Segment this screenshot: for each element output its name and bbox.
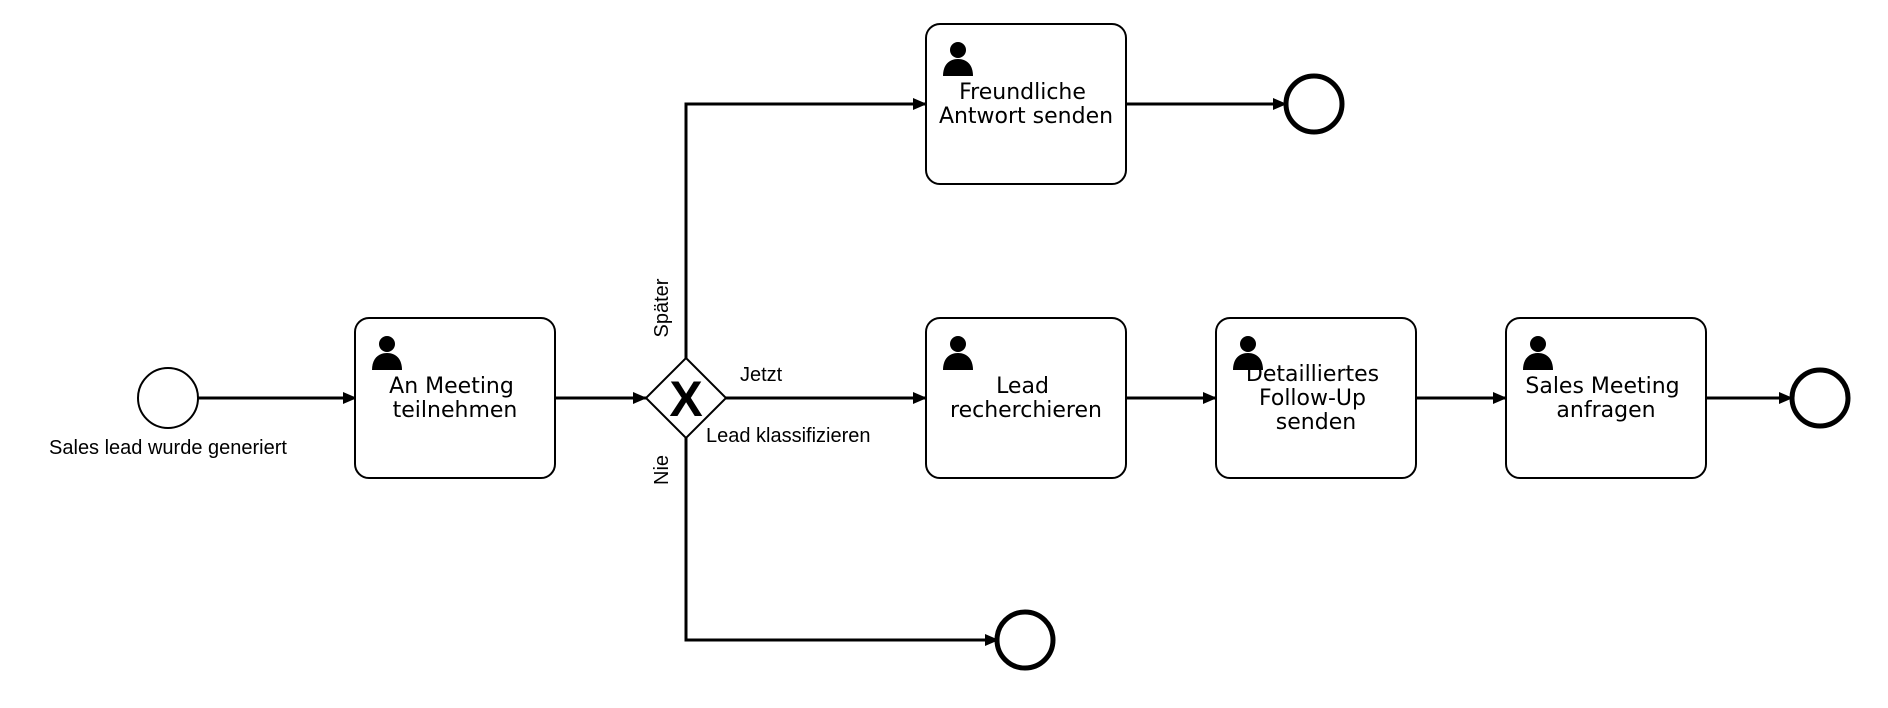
task-meeting-line-1: An Meeting	[389, 374, 514, 399]
task-followup-label: Detailliertes Follow-Up senden	[1246, 362, 1386, 435]
start-event[interactable]	[137, 367, 199, 429]
task-friendly-reply[interactable]: Freundliche Antwort senden	[925, 23, 1127, 185]
task-research-line-1: Lead	[996, 374, 1049, 399]
flow-label-spaeter: Später	[651, 278, 673, 337]
task-research-label: Lead recherchieren	[950, 374, 1102, 423]
flow-gateway-to-end-nie[interactable]	[684, 438, 999, 646]
task-meeting-line-2: teilnehmen	[393, 398, 518, 423]
flow-gateway-to-friendly-reply[interactable]	[684, 98, 927, 358]
task-sales-meeting-label: Sales Meeting anfragen	[1525, 374, 1686, 423]
start-event-label: Sales lead wurde generiert	[49, 437, 287, 459]
task-friendly-reply-line-2: Antwort senden	[939, 104, 1113, 129]
task-research-line-2: recherchieren	[950, 398, 1102, 423]
task-followup-line-2: Follow-Up	[1259, 386, 1366, 411]
task-sales-meeting[interactable]: Sales Meeting anfragen	[1505, 317, 1707, 479]
task-friendly-reply-label: Freundliche Antwort senden	[939, 80, 1113, 129]
task-followup-line-1: Detailliertes	[1246, 362, 1379, 387]
task-meeting-label: An Meeting teilnehmen	[389, 374, 521, 423]
task-friendly-reply-line-1: Freundliche	[959, 80, 1086, 105]
gateway-x-marker: X	[669, 371, 702, 427]
task-sales-meeting-line-2: anfragen	[1556, 398, 1655, 423]
task-followup-line-3: senden	[1276, 410, 1356, 435]
flow-label-nie: Nie	[651, 455, 673, 485]
end-event-sales-meeting[interactable]	[1789, 367, 1851, 429]
end-event-nie[interactable]	[994, 609, 1056, 671]
task-research[interactable]: Lead recherchieren	[925, 317, 1127, 479]
exclusive-gateway[interactable]: X	[644, 356, 728, 440]
flow-label-jetzt: Jetzt	[740, 364, 783, 386]
task-meeting[interactable]: An Meeting teilnehmen	[354, 317, 556, 479]
gateway-label: Lead klassifizieren	[706, 425, 871, 447]
task-followup[interactable]: Detailliertes Follow-Up senden	[1215, 317, 1417, 479]
end-event-friendly-reply[interactable]	[1283, 73, 1345, 135]
task-sales-meeting-line-1: Sales Meeting	[1525, 374, 1679, 399]
